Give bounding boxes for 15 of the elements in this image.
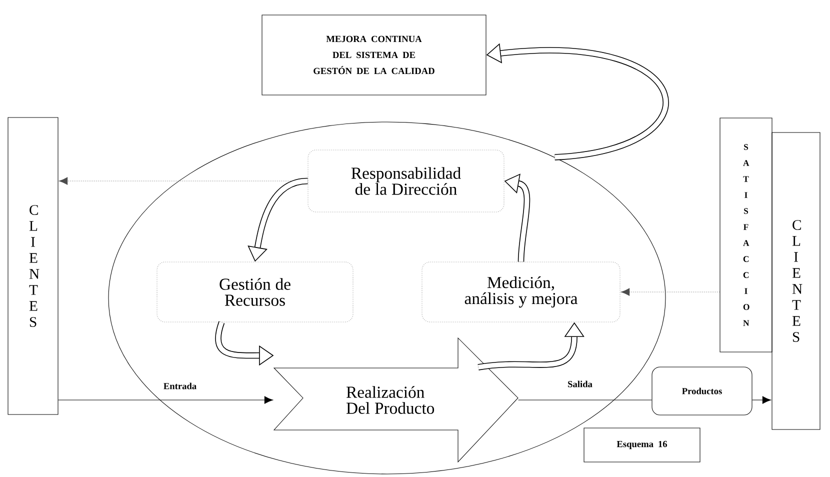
process-box: Responsabilidad de la Dirección [308, 150, 504, 212]
process-box: Medición, análisis y mejora [422, 262, 620, 322]
arrow [58, 396, 274, 404]
product-box: Productos [652, 366, 752, 416]
arrow [752, 396, 772, 404]
ellipse [108, 122, 666, 474]
title-box: MEJORA CONTINUA DEL SISTEMA DE GESTÓN DE LA CALIDAD [262, 14, 486, 96]
process-box: Gestión de Recursos [156, 262, 354, 322]
note-box: Esquema 16 [584, 428, 700, 462]
edge-label: Entrada [162, 381, 198, 391]
satisfaction-column: S A T I S F A C C I O N [720, 118, 772, 352]
dotted-arrow [620, 288, 720, 296]
customer-column: C L I E N T E S [772, 132, 820, 430]
customer-column: C L I E N T E S [8, 117, 58, 415]
edge-label: Salida [566, 379, 594, 389]
